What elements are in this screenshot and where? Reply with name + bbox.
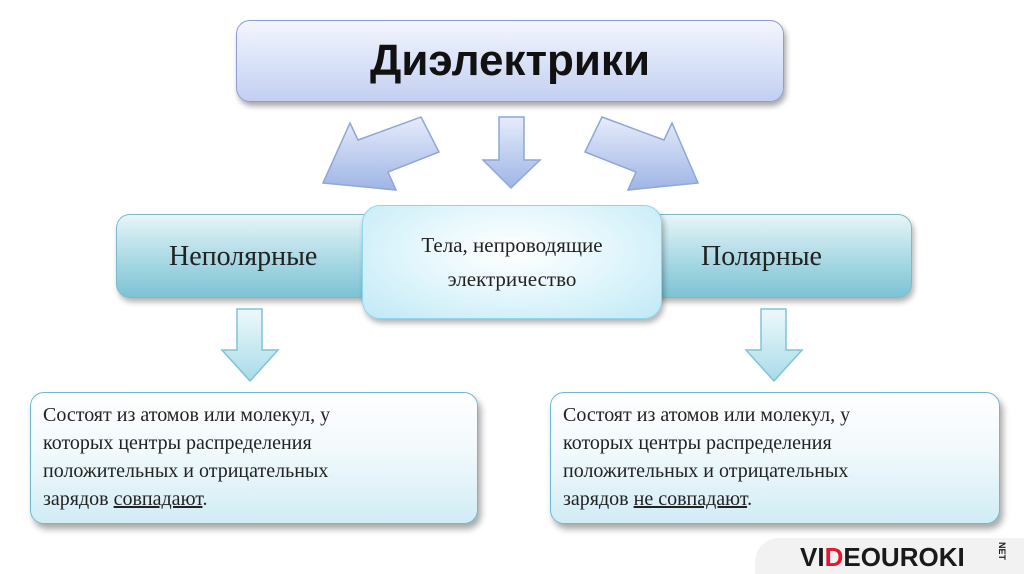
logo-part-1: VI	[800, 542, 825, 572]
videouroki-logo: VIDEOUROKI NET	[755, 538, 1024, 574]
definition-line-1: Тела, непроводящие	[421, 233, 603, 257]
arrow-down-to-right-desc	[744, 308, 804, 383]
nonpolar-desc-suffix: .	[202, 488, 208, 510]
nonpolar-desc-prefix: зарядов	[43, 488, 114, 510]
category-nonpolar: Неполярные	[116, 214, 396, 298]
polar-description: Состоят из атомов или молекул, у которых…	[550, 392, 1000, 524]
category-polar-label: Полярные	[701, 241, 822, 272]
nonpolar-desc-line-2: которых центры распределения	[43, 432, 312, 454]
category-polar: Полярные	[630, 214, 912, 298]
logo-text: VIDEOUROKI	[800, 542, 965, 573]
polar-desc-key-term: не совпадают	[633, 488, 748, 510]
polar-desc-line-4: зарядов не совпадают.	[563, 485, 999, 513]
polar-desc-suffix: .	[747, 488, 753, 510]
nonpolar-desc-line-1: Состоят из атомов или молекул, у	[43, 404, 331, 426]
definition-text: Тела, непроводящие электричество	[421, 228, 602, 296]
arrow-down-center	[481, 116, 542, 190]
logo-net: NET	[997, 542, 1007, 560]
nonpolar-desc-line-4: зарядов совпадают.	[43, 485, 477, 513]
category-nonpolar-label: Неполярные	[169, 241, 318, 272]
logo-part-2: D	[824, 542, 844, 572]
polar-desc-line-3: положительных и отрицательных	[563, 460, 849, 482]
arrow-down-left	[321, 116, 441, 191]
definition-box: Тела, непроводящие электричество	[362, 205, 662, 319]
nonpolar-desc-line-3: положительных и отрицательных	[43, 460, 329, 482]
polar-desc-prefix: зарядов	[563, 488, 634, 510]
arrow-down-to-left-desc	[220, 308, 280, 383]
logo-part-3: EOUROKI	[843, 542, 965, 572]
nonpolar-desc-key-term: совпадают	[113, 488, 203, 510]
polar-desc-line-2: которых центры распределения	[563, 432, 832, 454]
polar-desc-line-1: Состоят из атомов или молекул, у	[563, 404, 851, 426]
definition-line-2: электричество	[447, 267, 577, 291]
arrow-down-right	[583, 116, 700, 191]
nonpolar-description: Состоят из атомов или молекул, у которых…	[30, 392, 478, 524]
diagram-title: Диэлектрики	[369, 36, 650, 85]
title-box: Диэлектрики	[236, 20, 784, 102]
